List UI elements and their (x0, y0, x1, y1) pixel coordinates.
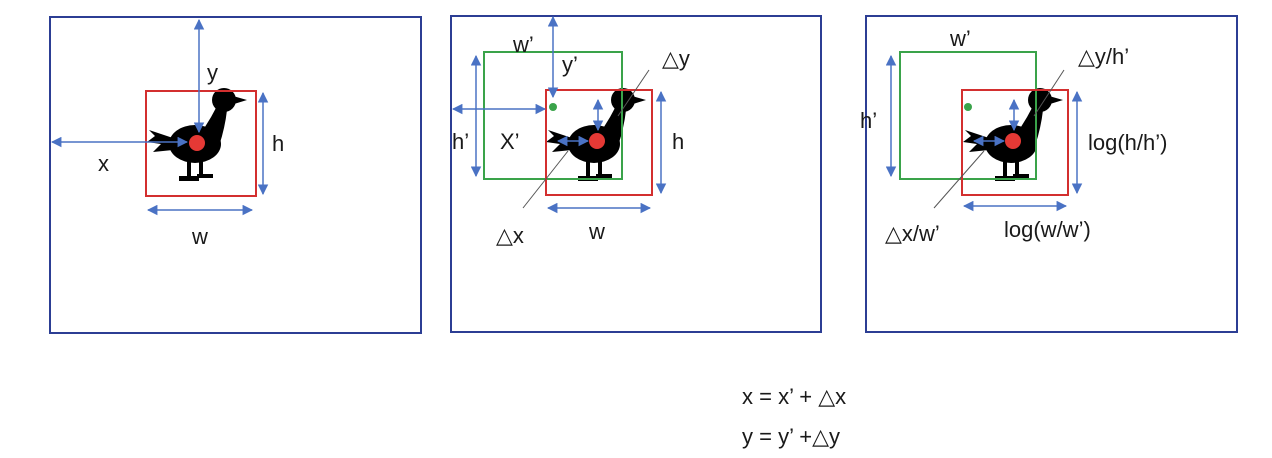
panel-3: w’ △y/h’ h’ log(h/h’) △x/w’ log(w/w’) (860, 15, 1238, 333)
center-dot-icon (589, 133, 605, 149)
dy-norm-label: △y/h’ (1078, 44, 1129, 69)
h-anchor-label: h’ (452, 129, 469, 154)
center-dot-icon (189, 135, 205, 151)
h-anchor-label: h’ (860, 108, 877, 133)
dx-leader-line (933, 150, 985, 209)
dy-label: △y (662, 46, 690, 71)
center-dot-icon (1005, 133, 1021, 149)
dx-label: △x (496, 223, 524, 248)
image-frame (865, 15, 1238, 333)
log-w-label: log(w/w’) (1004, 217, 1091, 242)
bird-icon (147, 88, 247, 181)
w-anchor-label: w’ (949, 26, 971, 51)
w-label: w (191, 224, 208, 249)
panel-2: w’ y’ △y h’ X’ h △x w (450, 15, 822, 333)
image-frame (49, 16, 422, 334)
h-label: h (272, 131, 284, 156)
w-label: w (588, 219, 605, 244)
y-label: y (207, 60, 218, 85)
dx-norm-label: △x/w’ (885, 221, 940, 246)
anchor-center-dot-icon (964, 103, 972, 111)
dx-leader-line (522, 150, 569, 209)
dy-leader-line (1033, 69, 1065, 117)
dy-leader-line (617, 69, 650, 117)
x-anchor-label: X’ (500, 129, 520, 154)
y-anchor-label: y’ (562, 52, 578, 77)
log-h-label: log(h/h’) (1088, 130, 1167, 155)
ground-truth-box (545, 89, 653, 196)
anchor-box (899, 51, 1037, 180)
anchor-center-dot-icon (549, 103, 557, 111)
x-label: x (98, 151, 109, 176)
equation-x: x = x’ + △x (742, 384, 847, 409)
panel-1: y x h w (49, 16, 422, 334)
ground-truth-box (961, 89, 1069, 196)
h-label: h (672, 129, 684, 154)
image-frame (450, 15, 822, 333)
w-anchor-label: w’ (512, 32, 534, 57)
equation-y: y = y’ +△y (742, 424, 841, 449)
